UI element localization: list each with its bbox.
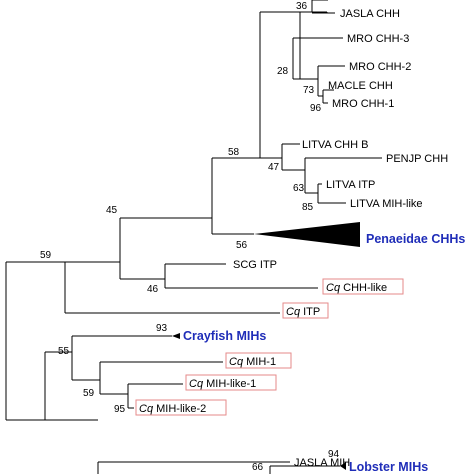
taxon-jasla-chh: JASLA CHH xyxy=(340,8,400,20)
taxon-cq-mih-like2: Cq MIH-like-2 xyxy=(139,403,206,415)
bootstrap-46: 46 xyxy=(147,284,159,295)
bootstrap-28: 28 xyxy=(277,66,289,77)
taxon-cq-mih-like1: Cq MIH-like-1 xyxy=(189,378,256,390)
taxon-mro-chh3: MRO CHH-3 xyxy=(347,33,409,45)
bootstrap-96: 96 xyxy=(310,103,322,114)
bootstrap-55: 55 xyxy=(58,346,70,357)
taxon-jasla-mih: JASLA MIH xyxy=(294,457,350,469)
bootstrap-45: 45 xyxy=(106,205,118,216)
bootstrap-56: 56 xyxy=(236,240,248,251)
highlight-box-cq-itp xyxy=(282,302,329,319)
taxon-cq-itp: Cq ITP xyxy=(286,306,320,318)
penaeidae-wedge xyxy=(254,222,360,247)
taxon-macle-chh: MACLE CHH xyxy=(328,80,393,92)
taxon-mro-chh2: MRO CHH-2 xyxy=(349,61,411,73)
bootstrap-85: 85 xyxy=(302,202,314,213)
bootstrap-73: 73 xyxy=(303,85,315,96)
bootstrap-66: 66 xyxy=(252,462,264,473)
tree-branches xyxy=(5,0,382,474)
bootstrap-values: 36 28 73 96 58 47 63 85 45 56 46 59 93 5… xyxy=(40,1,340,473)
taxon-labels: JASLA CHH MRO CHH-3 MRO CHH-2 MACLE CHH … xyxy=(135,8,465,474)
clade-lobster-mihs: Lobster MIHs xyxy=(349,460,428,474)
bootstrap-59-lower: 59 xyxy=(83,388,95,399)
lobster-wedge xyxy=(340,462,346,470)
taxon-litva-mih-like: LITVA MIH-like xyxy=(350,198,423,210)
clade-crayfish-mihs: Crayfish MIHs xyxy=(183,329,266,343)
crayfish-wedge xyxy=(172,333,180,339)
highlight-box-cq-mih-like2 xyxy=(135,399,227,416)
highlight-box-cq-mih1 xyxy=(225,352,292,369)
taxon-penjp-chh: PENJP CHH xyxy=(386,153,448,165)
clade-penaeidae-chhs: Penaeidae CHHs xyxy=(366,232,465,246)
taxon-scg-itp: SCG ITP xyxy=(233,259,277,271)
bootstrap-93: 93 xyxy=(156,323,168,334)
taxon-mro-chh1: MRO CHH-1 xyxy=(332,98,394,110)
bootstrap-94: 94 xyxy=(328,449,340,460)
highlight-box-cq-mih-like1 xyxy=(185,374,277,391)
bootstrap-95: 95 xyxy=(114,404,126,415)
taxon-litva-chhb: LITVA CHH B xyxy=(302,139,368,151)
bootstrap-59-upper: 59 xyxy=(40,250,52,261)
bootstrap-63: 63 xyxy=(293,183,305,194)
bootstrap-36: 36 xyxy=(296,1,308,12)
highlight-box-cq-chh-like xyxy=(322,278,404,295)
taxon-cq-chh-like: Cq CHH-like xyxy=(326,282,387,294)
taxon-cq-mih1: Cq MIH-1 xyxy=(229,356,276,368)
bootstrap-58: 58 xyxy=(228,147,240,158)
taxon-litva-itp: LITVA ITP xyxy=(326,179,375,191)
bootstrap-47: 47 xyxy=(268,162,280,173)
